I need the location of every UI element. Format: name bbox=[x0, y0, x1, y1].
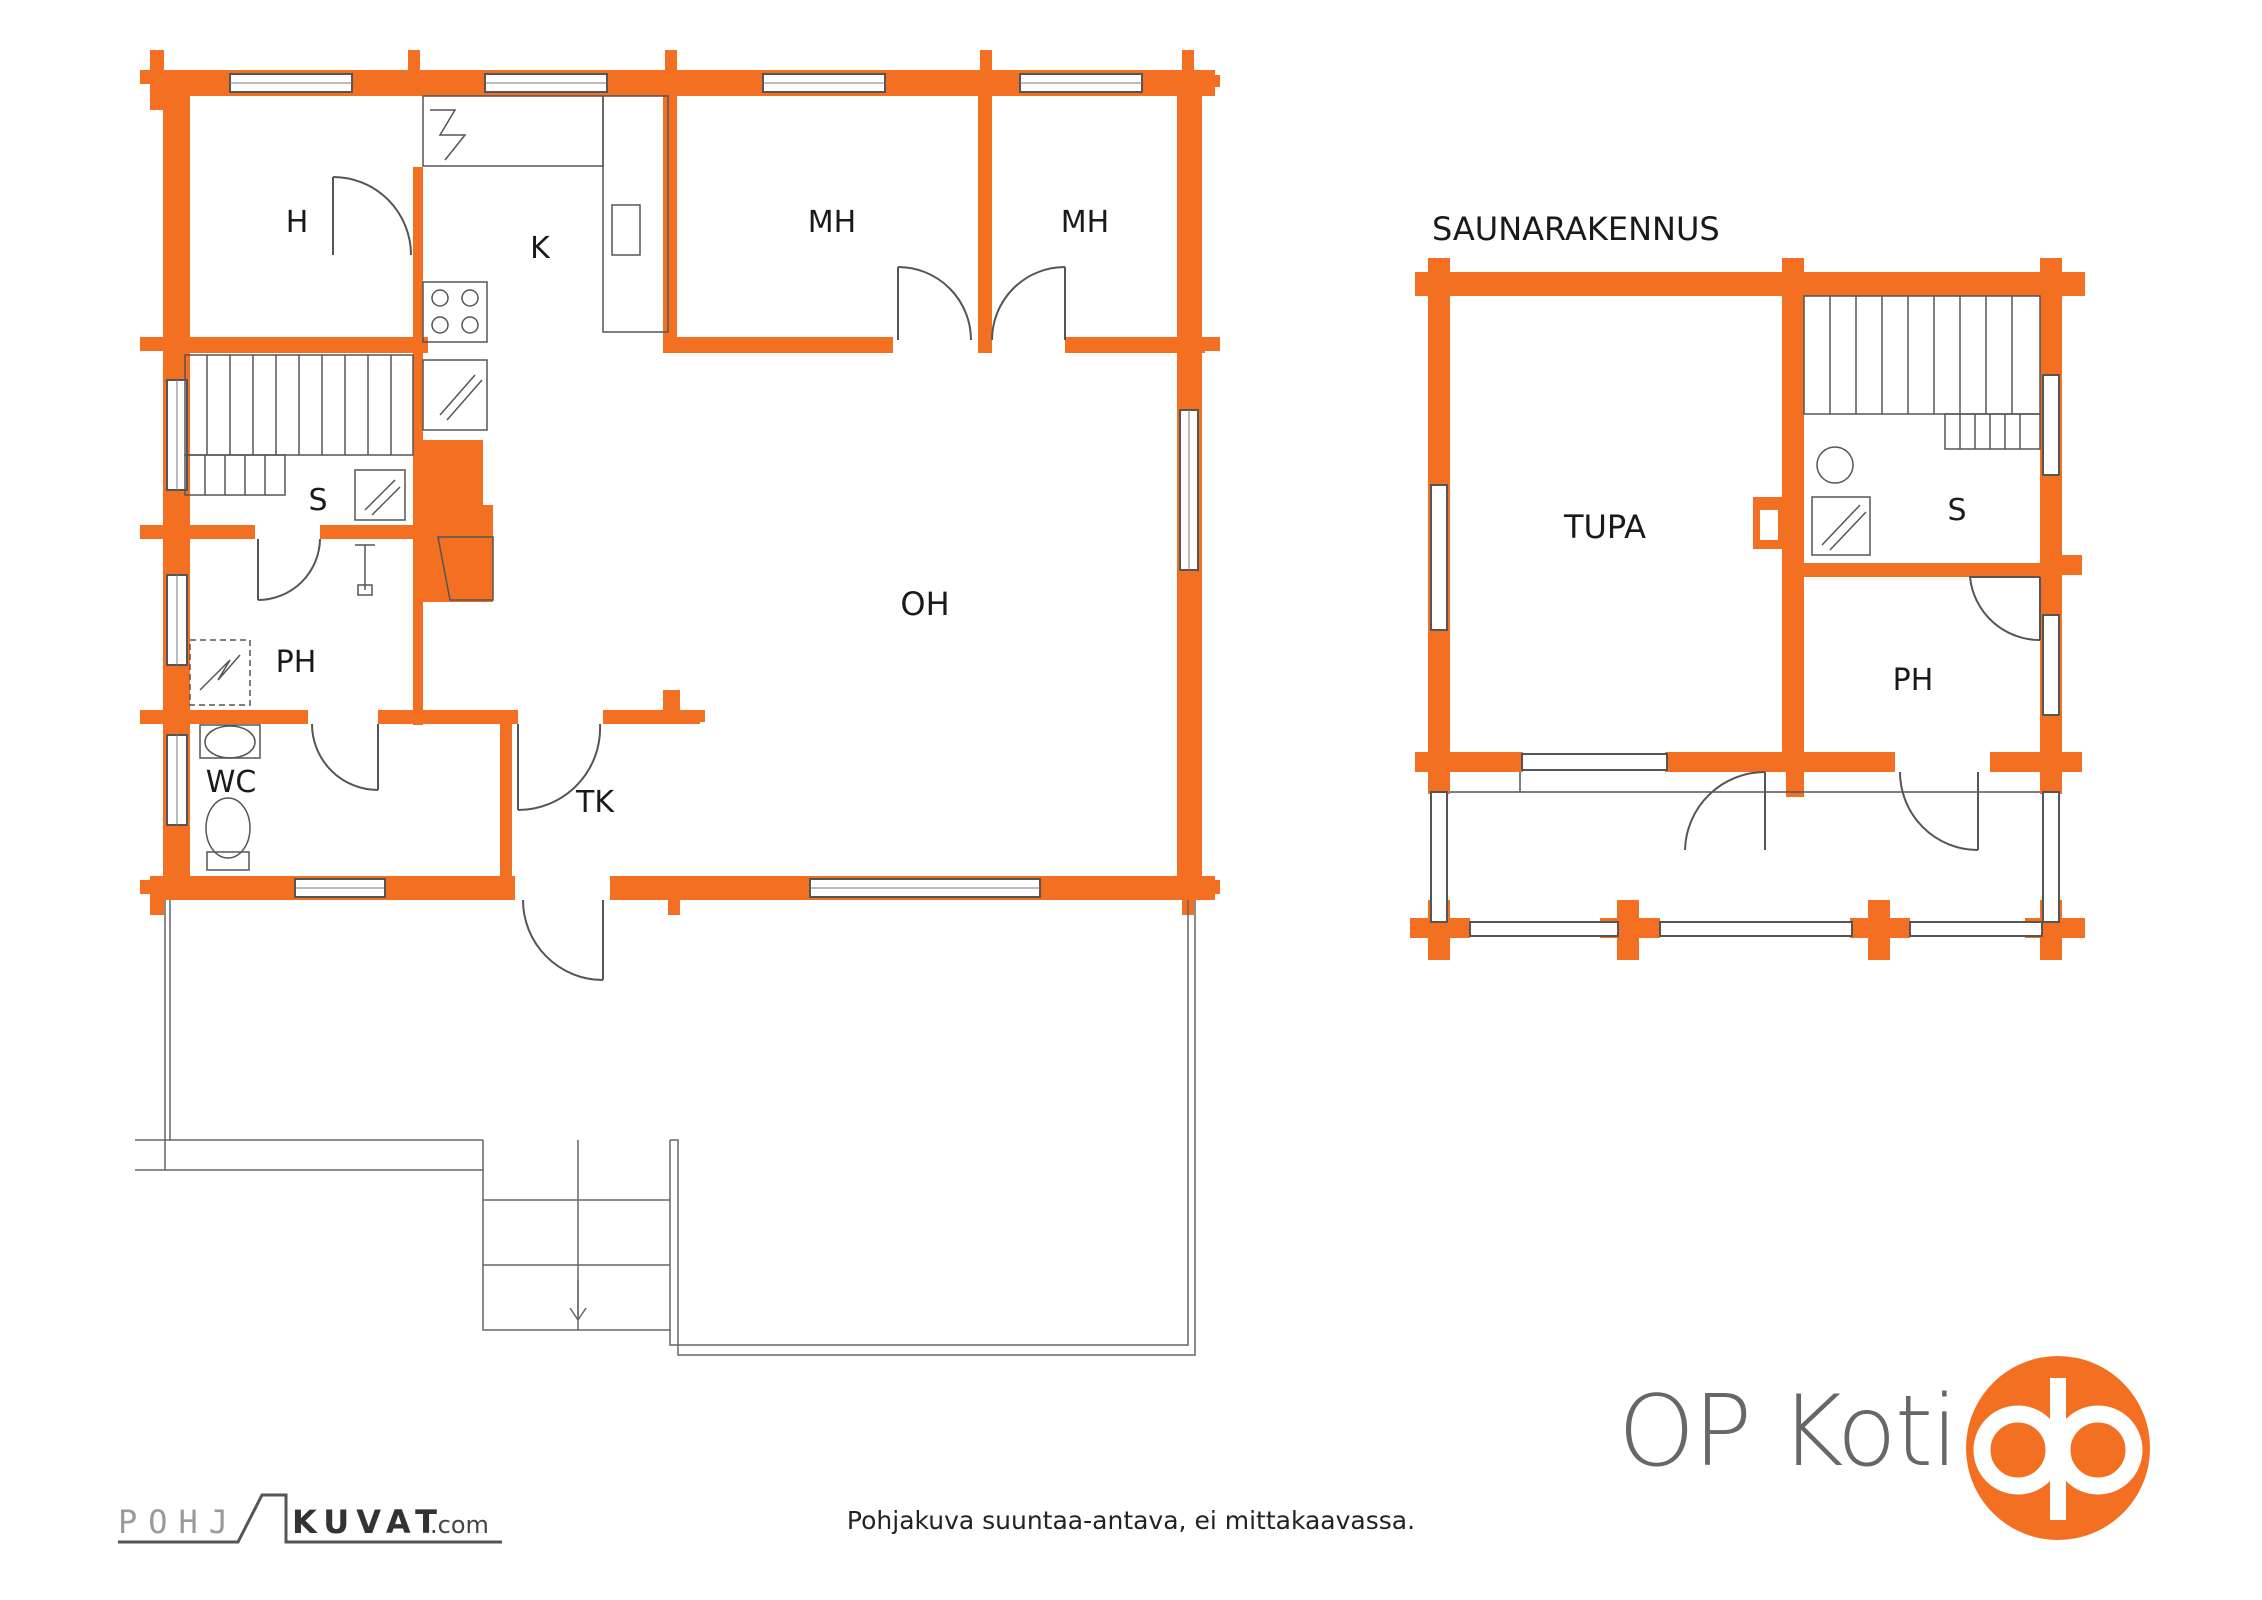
room-label-ph: PH bbox=[276, 645, 317, 680]
terrace bbox=[135, 900, 1196, 1356]
sauna-windows bbox=[1430, 374, 2060, 937]
room-label-h: H bbox=[286, 205, 309, 240]
pohjakuvat-logo-text: POHJ bbox=[118, 1503, 239, 1541]
room-label-oh: OH bbox=[900, 585, 949, 623]
room-label-k: K bbox=[530, 231, 551, 266]
sauna-benches bbox=[1450, 295, 2041, 793]
room-label-s: S bbox=[308, 483, 327, 518]
main-stairs bbox=[184, 95, 669, 871]
pohjakuvat-logo-kuvat: KUVAT bbox=[292, 1503, 444, 1541]
room-label-tk: TK bbox=[575, 785, 615, 820]
pohjakuvat-logo-suffix: .com bbox=[430, 1511, 489, 1539]
sauna-doors bbox=[1684, 576, 2041, 851]
pohjakuvat-logo: POHJ KUVAT .com bbox=[118, 1493, 502, 1544]
main-window-panes bbox=[176, 82, 1190, 889]
sauna-building-title: SAUNARAKENNUS bbox=[1432, 210, 1720, 248]
main-doors bbox=[257, 176, 1066, 981]
room-label-tupa: TUPA bbox=[1563, 508, 1646, 546]
room-label-mh-2: MH bbox=[1061, 205, 1109, 240]
op-koti-brand: OP Koti bbox=[1618, 1375, 1958, 1489]
sauna-walls bbox=[1410, 258, 2085, 960]
sauna-building bbox=[1410, 258, 2085, 960]
room-labels: H K MH MH S PH OH WC TK SAUNARAKENNUS TU… bbox=[206, 205, 1967, 820]
op-logo-icon bbox=[1966, 1356, 2150, 1540]
main-walls bbox=[140, 50, 1220, 915]
room-label-s-sauna: S bbox=[1947, 493, 1966, 528]
main-house bbox=[135, 50, 1220, 1356]
room-label-wc: WC bbox=[206, 765, 257, 800]
footer-note: Pohjakuva suuntaa-antava, ei mittakaavas… bbox=[846, 1506, 1416, 1535]
room-label-mh-1: MH bbox=[808, 205, 856, 240]
room-label-ph-sauna: PH bbox=[1893, 663, 1934, 698]
